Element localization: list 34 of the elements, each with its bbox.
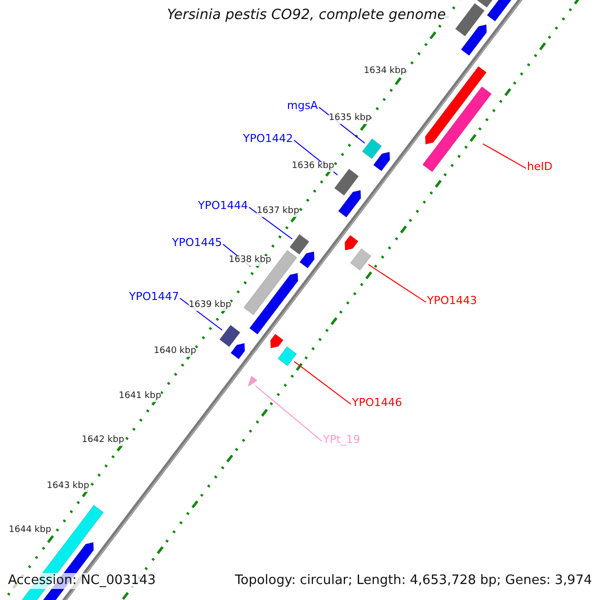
gene-feature (350, 248, 372, 271)
leader-line (294, 361, 352, 405)
gene-label: YPO1447 (129, 291, 180, 304)
gene-label: YPO1446 (352, 397, 402, 410)
scale-label: 1642 kbp (82, 436, 124, 446)
scale-label: 1641 kbp (118, 392, 162, 402)
scale-label: 1636 kbp (292, 162, 334, 172)
gene-feature (278, 346, 297, 366)
leader-line (482, 143, 526, 169)
gene-feature (334, 168, 359, 196)
gene-feature (362, 138, 382, 160)
gene-label: mgsA (287, 100, 318, 112)
scale-label: 1639 kbp (188, 301, 232, 311)
gene-label: YPO1442 (243, 133, 294, 146)
gene-marker (248, 376, 258, 387)
scale-label: 1644 kbp (8, 526, 52, 536)
scale-label: 1643 kbp (46, 482, 90, 492)
gene-feature (289, 234, 310, 255)
scale-label: 1637 kbp (256, 207, 300, 217)
scale-label: 1634 kbp (364, 67, 406, 77)
gene-feature (422, 86, 492, 172)
title: Yersinia pestis CO92, complete genome (165, 8, 448, 24)
gene-feature (424, 66, 487, 145)
gene-label: YPt_19 (323, 434, 360, 446)
gene-label: heID (527, 161, 552, 174)
gene-label: YPO1444 (198, 200, 248, 212)
scale-label: 1635 kbp (328, 114, 372, 124)
scale-label: 1640 kbp (154, 347, 196, 357)
leader-line (255, 385, 322, 442)
gene-label: YPO1443 (427, 295, 478, 308)
scale-label: 1638 kbp (228, 256, 272, 266)
gene-label: YPO1445 (172, 237, 222, 250)
leader-line (248, 206, 293, 240)
gene-feature (219, 324, 240, 348)
